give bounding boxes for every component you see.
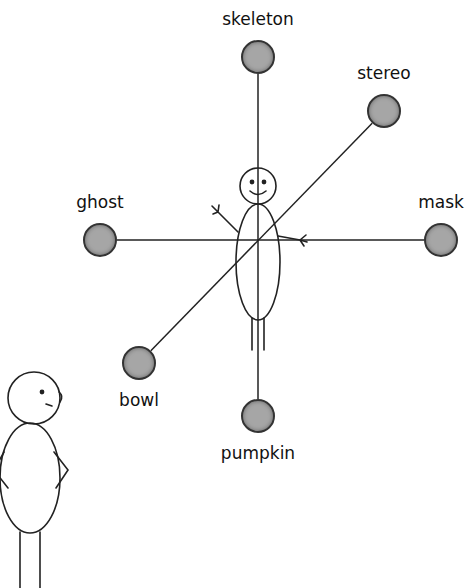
observer-ear	[59, 392, 62, 402]
connector-line	[117, 239, 424, 241]
item-label: skeleton	[222, 9, 294, 29]
item-circle: mask	[424, 223, 458, 257]
observer-eye	[40, 390, 43, 393]
observer-arm	[0, 452, 8, 488]
observer-arm	[54, 452, 68, 488]
observer-head	[8, 372, 60, 424]
connector-line	[257, 74, 259, 399]
item-circle: stereo	[367, 94, 401, 128]
item-circle: skeleton	[241, 40, 275, 74]
item-label: mask	[418, 192, 464, 212]
item-label: ghost	[76, 192, 124, 212]
observer-body	[0, 423, 60, 533]
item-circle: bowl	[122, 346, 156, 380]
connector-line	[151, 123, 372, 351]
item-label: stereo	[357, 63, 410, 83]
item-label: pumpkin	[221, 443, 295, 463]
item-circle: ghost	[83, 223, 117, 257]
figure-eye	[250, 180, 253, 183]
item-label: bowl	[119, 390, 159, 410]
observer-leg	[20, 532, 40, 588]
figure-eye	[262, 180, 265, 183]
item-circle: pumpkin	[241, 399, 275, 433]
figure-arm	[212, 205, 238, 232]
observer-mouth	[46, 404, 52, 406]
